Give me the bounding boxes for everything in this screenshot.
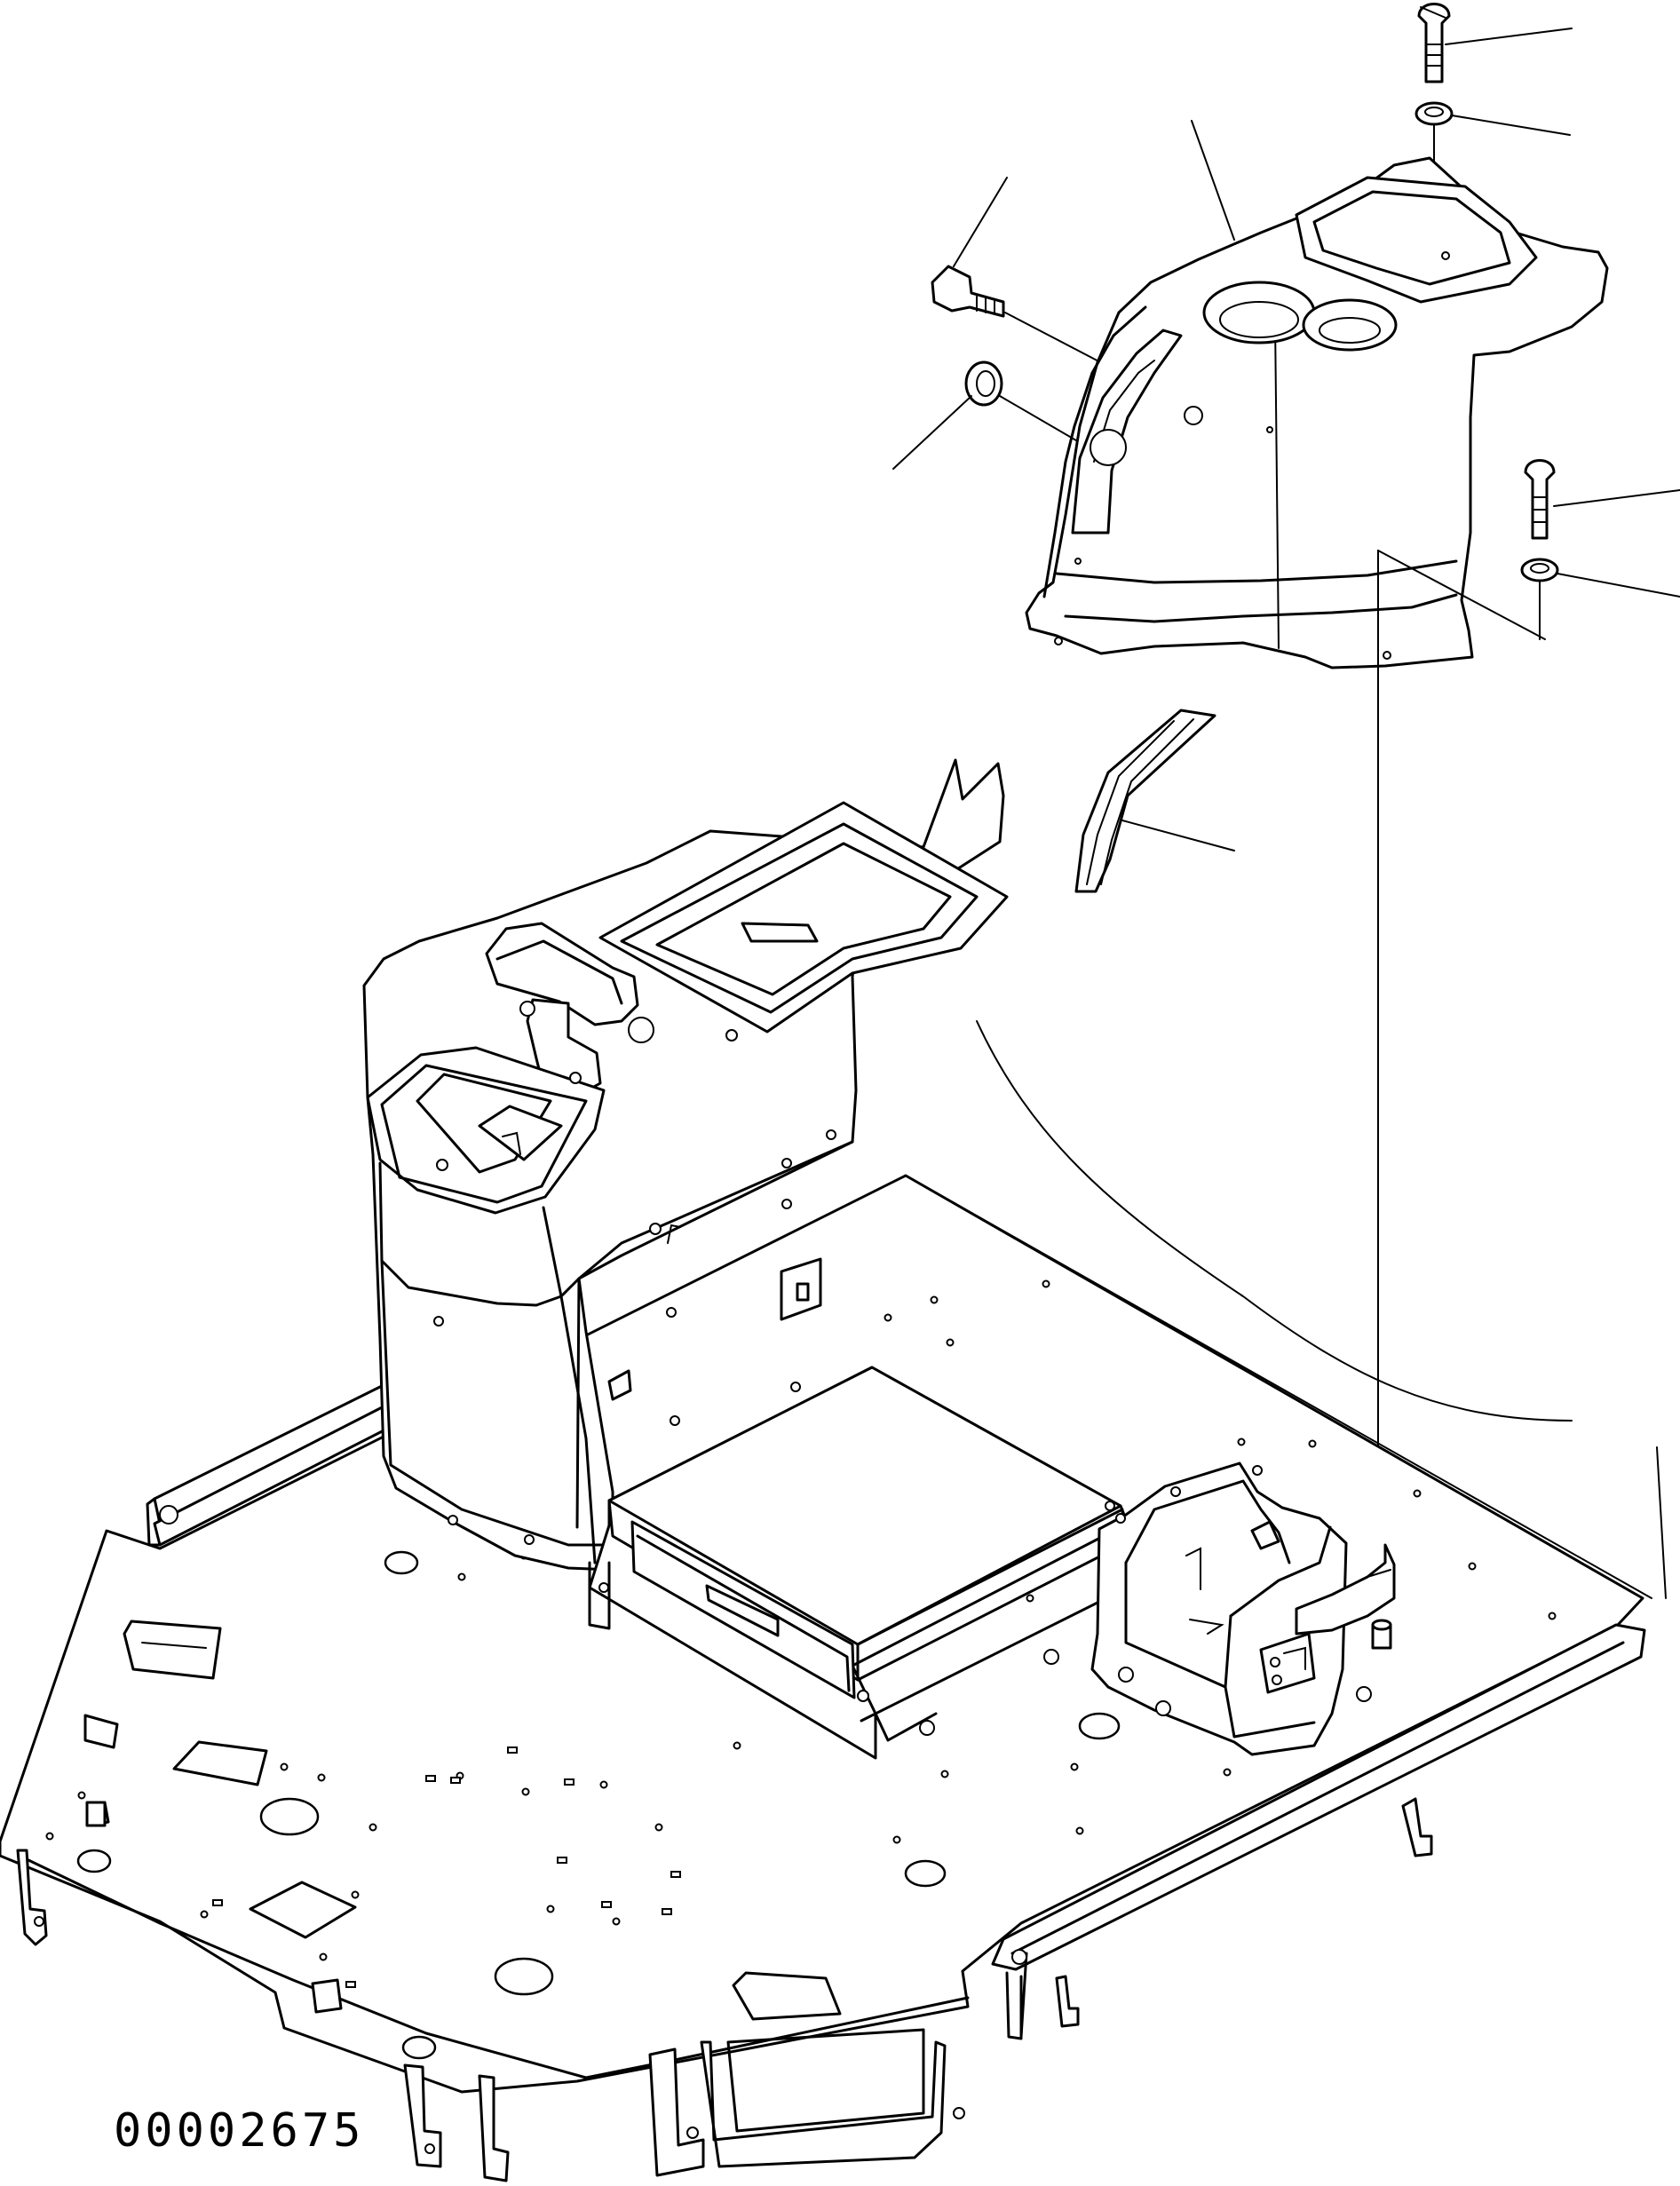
wire-harness bbox=[976, 1020, 1573, 1422]
leader-line bbox=[1191, 120, 1235, 241]
floor-hole bbox=[76, 1849, 112, 1873]
armrest-pad bbox=[1071, 329, 1183, 535]
seal-strip bbox=[1074, 709, 1235, 893]
main-console bbox=[362, 758, 1009, 1572]
access-cutout bbox=[123, 1620, 222, 1680]
floor-hole bbox=[259, 1797, 320, 1836]
floor-brackets bbox=[16, 1849, 965, 2182]
washer-top-right bbox=[1415, 101, 1454, 126]
relay-bracket bbox=[1250, 1520, 1280, 1550]
rail-bracket bbox=[1401, 1797, 1433, 1857]
floor-slots bbox=[212, 1746, 681, 1988]
floor-hole bbox=[904, 1859, 947, 1888]
cup-holder-large bbox=[1202, 281, 1316, 345]
floor-boss bbox=[85, 1801, 107, 1827]
screw-top-right bbox=[1417, 3, 1451, 83]
leader-line bbox=[1445, 28, 1573, 45]
right-rail bbox=[991, 1623, 1646, 2040]
bolt-left bbox=[931, 265, 1005, 318]
leader-line bbox=[892, 395, 972, 470]
washer-right bbox=[1520, 558, 1559, 582]
access-cutout bbox=[249, 1881, 357, 1939]
electrical-module bbox=[1090, 1461, 1396, 1756]
screw-right bbox=[1524, 459, 1556, 540]
floor-hole bbox=[401, 2035, 437, 2060]
washer-left bbox=[964, 360, 1003, 407]
floor-hole bbox=[384, 1550, 419, 1575]
rail-bracket bbox=[1055, 1975, 1080, 2028]
access-cutout bbox=[732, 1971, 842, 2021]
connector bbox=[607, 1369, 632, 1401]
floor-hole bbox=[1078, 1712, 1121, 1740]
console-cover bbox=[1025, 120, 1609, 669]
floor-boss bbox=[1371, 1619, 1392, 1650]
access-cutout bbox=[83, 1714, 119, 1749]
box-handle bbox=[705, 1584, 780, 1637]
right-screw-assembly bbox=[1520, 459, 1680, 640]
leader-line bbox=[1553, 489, 1680, 507]
console-lid bbox=[598, 801, 1009, 1034]
leader-line bbox=[1121, 820, 1235, 851]
hose bbox=[1295, 1543, 1396, 1636]
leader-line bbox=[953, 177, 1008, 267]
side-bolt-assembly bbox=[892, 177, 1173, 470]
floor-hole bbox=[494, 1957, 554, 1996]
drawing-number: 00002675 bbox=[114, 2104, 365, 2158]
access-cutout bbox=[172, 1740, 268, 1786]
leader-line bbox=[1557, 573, 1680, 598]
leader-line bbox=[1451, 115, 1571, 136]
